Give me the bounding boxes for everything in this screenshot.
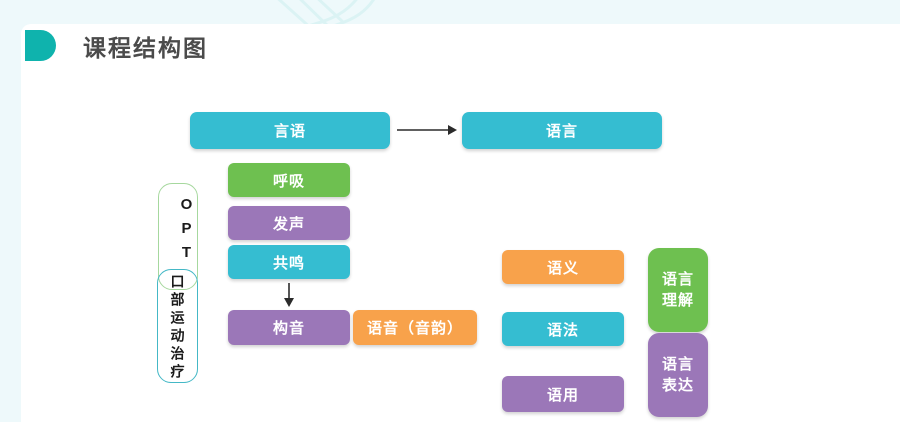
decorative-pattern: [277, 0, 376, 26]
opt-outline-box: [158, 183, 198, 290]
node-phonation: 发声: [228, 206, 350, 240]
arrow-resonance-to-articulation-icon: [284, 283, 294, 307]
node-articulation: 构音: [228, 310, 350, 345]
node-language: 语言: [462, 112, 662, 149]
node-pragmatics: 语用: [502, 376, 624, 412]
node-semantics: 语义: [502, 250, 624, 284]
node-breathing: 呼吸: [228, 163, 350, 197]
node-phonology: 语音（音韵）: [353, 310, 477, 345]
node-resonance: 共鸣: [228, 245, 350, 279]
content-card: [21, 24, 900, 422]
oral-motor-outline-box: 口部运动治疗: [157, 269, 198, 383]
node-speech: 言语: [190, 112, 390, 149]
opt-label: OPT: [178, 196, 195, 268]
oral-motor-label: 口部运动治疗: [169, 274, 186, 382]
node-expression: 语言 表达: [648, 333, 708, 417]
arrow-speech-to-language-icon: [397, 125, 457, 135]
node-comprehension: 语言 理解: [648, 248, 708, 332]
node-grammar: 语法: [502, 312, 624, 346]
page-title: 课程结构图: [83, 35, 208, 61]
title-bullet-icon: [25, 30, 56, 61]
